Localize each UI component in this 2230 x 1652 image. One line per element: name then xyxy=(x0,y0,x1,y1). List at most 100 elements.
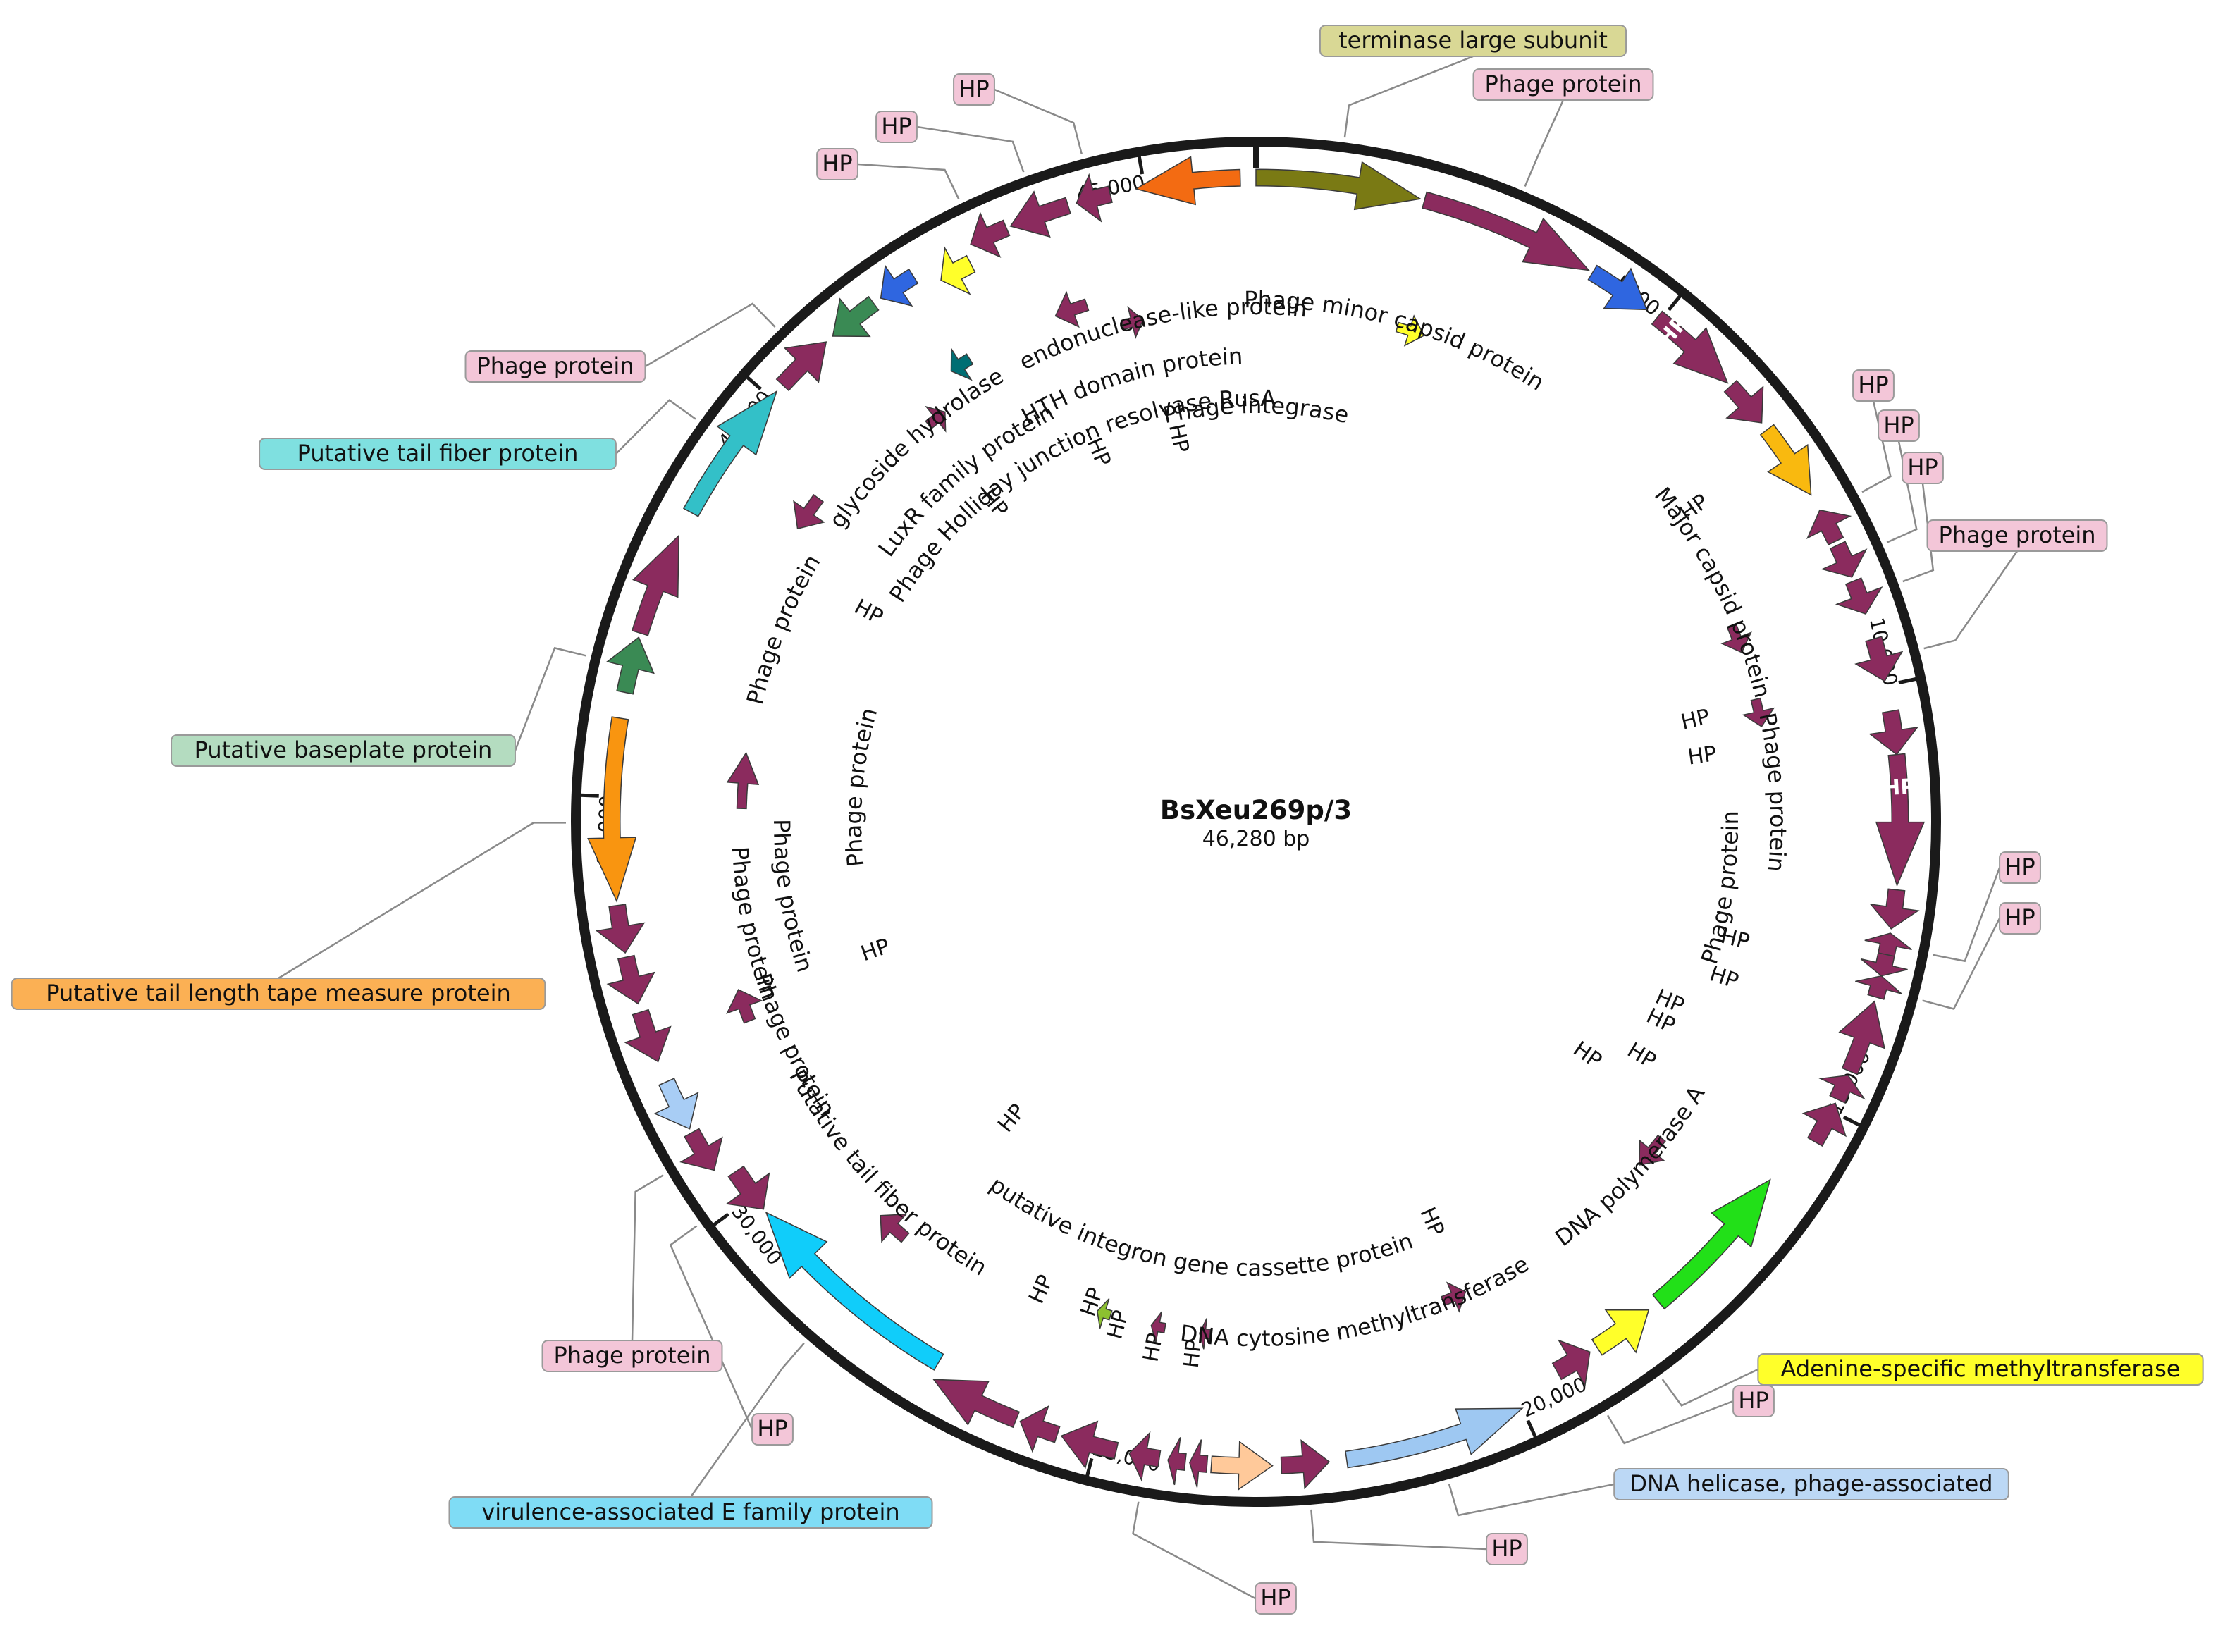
callout-text: HP xyxy=(1883,412,1914,438)
gene-arrow xyxy=(1818,1074,1866,1104)
callout-box xyxy=(11,978,546,1010)
gene-arrow xyxy=(1280,1439,1331,1490)
gene-features: HP HP xyxy=(587,156,1926,1491)
gene-arrow xyxy=(595,904,646,954)
leader-line xyxy=(1343,55,1474,138)
tick-mark xyxy=(712,1212,729,1227)
hp-label: HP xyxy=(850,595,887,630)
gene-arrow xyxy=(1860,952,1908,977)
callout-text: Phage protein xyxy=(553,1342,710,1369)
gene-arrow xyxy=(1189,1439,1209,1488)
feature-label: Phage protein xyxy=(840,705,882,868)
leader-line xyxy=(1310,1509,1487,1551)
gene-arrow xyxy=(726,751,760,810)
gene-arrow xyxy=(1019,1405,1061,1453)
gene-arrow xyxy=(1422,191,1591,271)
hp-label: HP xyxy=(993,1099,1030,1138)
feature-label: Phage protein xyxy=(741,550,826,707)
gene-arrow xyxy=(1864,932,1912,957)
gene-arrow xyxy=(1128,1431,1162,1482)
callout-text: HP xyxy=(1260,1584,1290,1611)
gene-arrow xyxy=(726,989,763,1024)
gene-arrow xyxy=(1869,888,1920,930)
gene-arrow xyxy=(950,347,974,381)
feature-label: endonuclease-like protein xyxy=(1015,293,1308,376)
callout-text: terminase large subunit xyxy=(1338,27,1608,54)
tick-mark xyxy=(1137,156,1145,175)
callout-text: HP xyxy=(1738,1387,1768,1414)
feature-label-text: putative integron gene cassette protein xyxy=(985,1171,1416,1282)
gene-arrow xyxy=(1801,1102,1847,1147)
feature-label-text: Phage protein xyxy=(768,819,818,975)
callout-text: virulence-associated E family protein xyxy=(481,1498,899,1525)
gene-arrow xyxy=(1009,190,1071,238)
leader-line xyxy=(1606,1400,1734,1445)
callout-box xyxy=(1999,902,2041,935)
gene-arrow xyxy=(1723,379,1764,424)
gene-arrow xyxy=(1591,1309,1650,1356)
gene-arrow xyxy=(1395,314,1425,347)
gene-arrow xyxy=(1121,306,1144,340)
callout-text: DNA helicase, phage-associated xyxy=(1630,1470,1992,1497)
gene-arrow xyxy=(1210,1441,1274,1491)
callout-text: HP xyxy=(881,113,911,140)
gene-arrow xyxy=(725,1165,770,1210)
callout-box xyxy=(1902,452,1944,484)
callout-text: HP xyxy=(2004,904,2035,931)
gene-arrow xyxy=(682,390,778,517)
leader-line xyxy=(857,163,960,200)
callout-box xyxy=(448,1496,933,1529)
feature-label-text: Major capsid protein xyxy=(1649,482,1776,701)
leader-line xyxy=(669,1225,753,1430)
callout-text: Putative tail length tape measure protei… xyxy=(46,980,511,1006)
leader-line xyxy=(1922,918,2001,1010)
feature-label: Major capsid protein xyxy=(1649,482,1776,701)
callout-box xyxy=(953,73,995,106)
hp-label: HP xyxy=(1569,1037,1606,1073)
tick-mark xyxy=(746,376,763,390)
leader-line xyxy=(1661,1368,1758,1407)
callout-box xyxy=(751,1413,794,1446)
gene-arrow xyxy=(587,716,637,903)
callout-box xyxy=(1999,851,2041,884)
leader-line xyxy=(1933,867,2001,963)
tick-mark xyxy=(1526,1419,1537,1438)
gene-arrow xyxy=(1134,156,1241,206)
feature-label: Phage protein xyxy=(1754,710,1792,873)
tick-mark xyxy=(1898,677,1917,685)
gene-arrow xyxy=(1742,697,1775,728)
callout-text: HP xyxy=(959,75,989,102)
leader-line xyxy=(1132,1501,1256,1600)
gene-arrow xyxy=(765,1211,944,1371)
callout-text: Phage protein xyxy=(476,352,634,379)
leader-line xyxy=(631,1174,664,1341)
feature-label-text: Phage protein xyxy=(1754,710,1792,873)
gene-arrow xyxy=(1199,1318,1212,1350)
gene-arrow xyxy=(1720,624,1752,653)
map-length: 46,280 bp xyxy=(1202,827,1310,851)
gene-arrow xyxy=(970,211,1011,258)
leader-line xyxy=(1923,550,2019,650)
leader-line xyxy=(1902,483,1935,583)
callout-text: Phage protein xyxy=(1484,70,1641,97)
map-title: BsXeu269p/3 xyxy=(1160,795,1352,825)
callout-text: HP xyxy=(822,150,852,177)
gene-arrow xyxy=(1821,541,1868,578)
callout-text: Putative baseplate protein xyxy=(195,736,493,763)
callout-box xyxy=(541,1340,723,1372)
gene-arrow xyxy=(1806,509,1852,545)
gene-arrow xyxy=(1855,975,1902,1000)
callout-box xyxy=(1613,1468,2009,1500)
callout-box xyxy=(1255,1582,1297,1615)
callout-text: HP xyxy=(1858,371,1888,398)
leader-line xyxy=(1448,1483,1615,1517)
callout-leader-lines xyxy=(278,55,2019,1600)
gene-arrow xyxy=(1651,1178,1771,1310)
hp-label: HP xyxy=(858,934,893,966)
feature-label-text: DNA polymerase A xyxy=(1550,1081,1710,1252)
gene-arrow xyxy=(631,534,679,636)
hp-label: HP xyxy=(1623,1038,1661,1074)
